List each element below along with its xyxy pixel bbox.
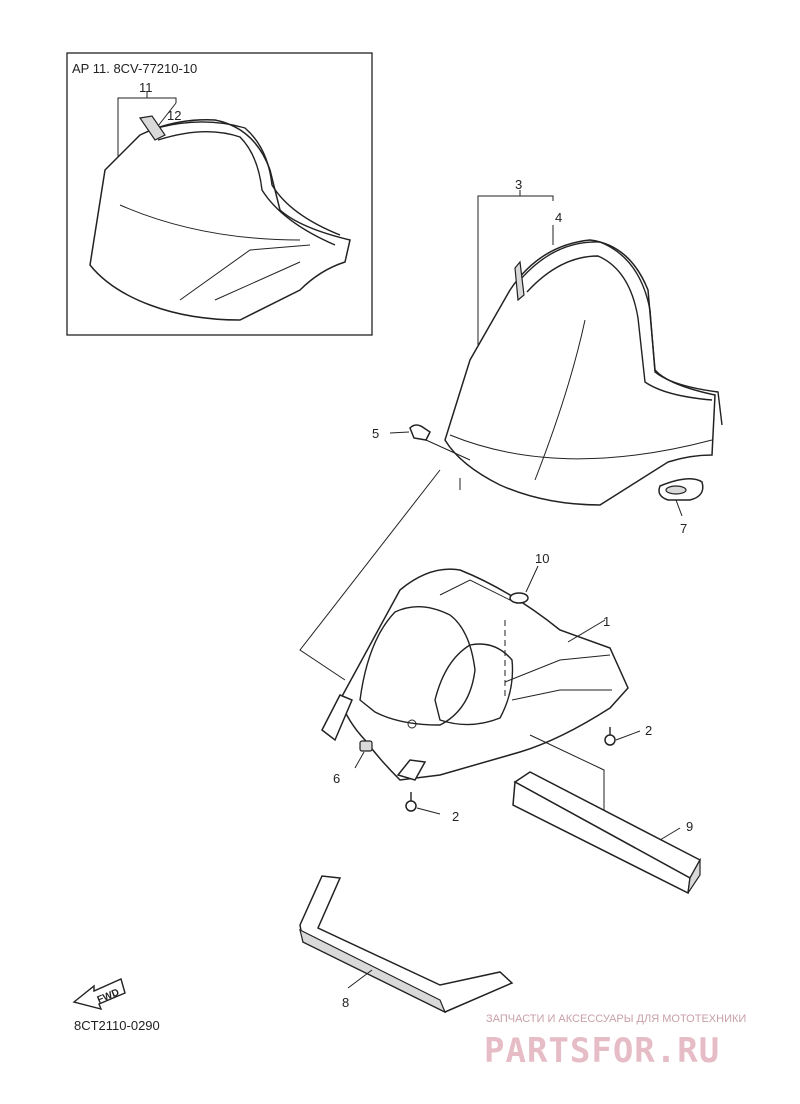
clip-part-6 [354,740,373,769]
watermark-tagline: ЗАПЧАСТИ И АКСЕССУАРЫ ДЛЯ МОТОТЕХНИКИ [486,1013,746,1025]
inset-frame [66,52,373,336]
inset-windshield [89,115,351,321]
bolt-part-2-right [604,727,641,746]
callout-7: 7 [680,521,687,536]
fwd-arrow-icon: FWD [72,978,126,1011]
callout-3: 3 [515,177,522,192]
pad-part-8 [299,875,514,1014]
inset-caption: AP 11. 8CV-77210-10 [72,61,197,76]
grommet-part-7 [658,478,704,517]
drawing-code: 8CT2110-0290 [74,1018,160,1033]
bolt-part-2-bottom [405,792,441,815]
cowling [321,568,629,781]
windshield [444,239,723,506]
screw-part-5 [389,424,471,461]
pad-part-9 [512,771,702,895]
callout-6: 6 [333,771,340,786]
callout-11: 11 [139,80,153,95]
callout-5: 5 [372,426,379,441]
callout-1: 1 [603,614,610,629]
callout-10: 10 [535,551,549,566]
callout-2-right: 2 [645,723,652,738]
watermark-logo: PARTSFOR.RU [484,1031,720,1071]
callout-2-bottom: 2 [452,809,459,824]
callout-4: 4 [555,210,562,225]
callout-8: 8 [342,995,349,1010]
callout-12: 12 [167,108,181,123]
seal-part-10 [504,565,539,700]
callout-9: 9 [686,819,693,834]
